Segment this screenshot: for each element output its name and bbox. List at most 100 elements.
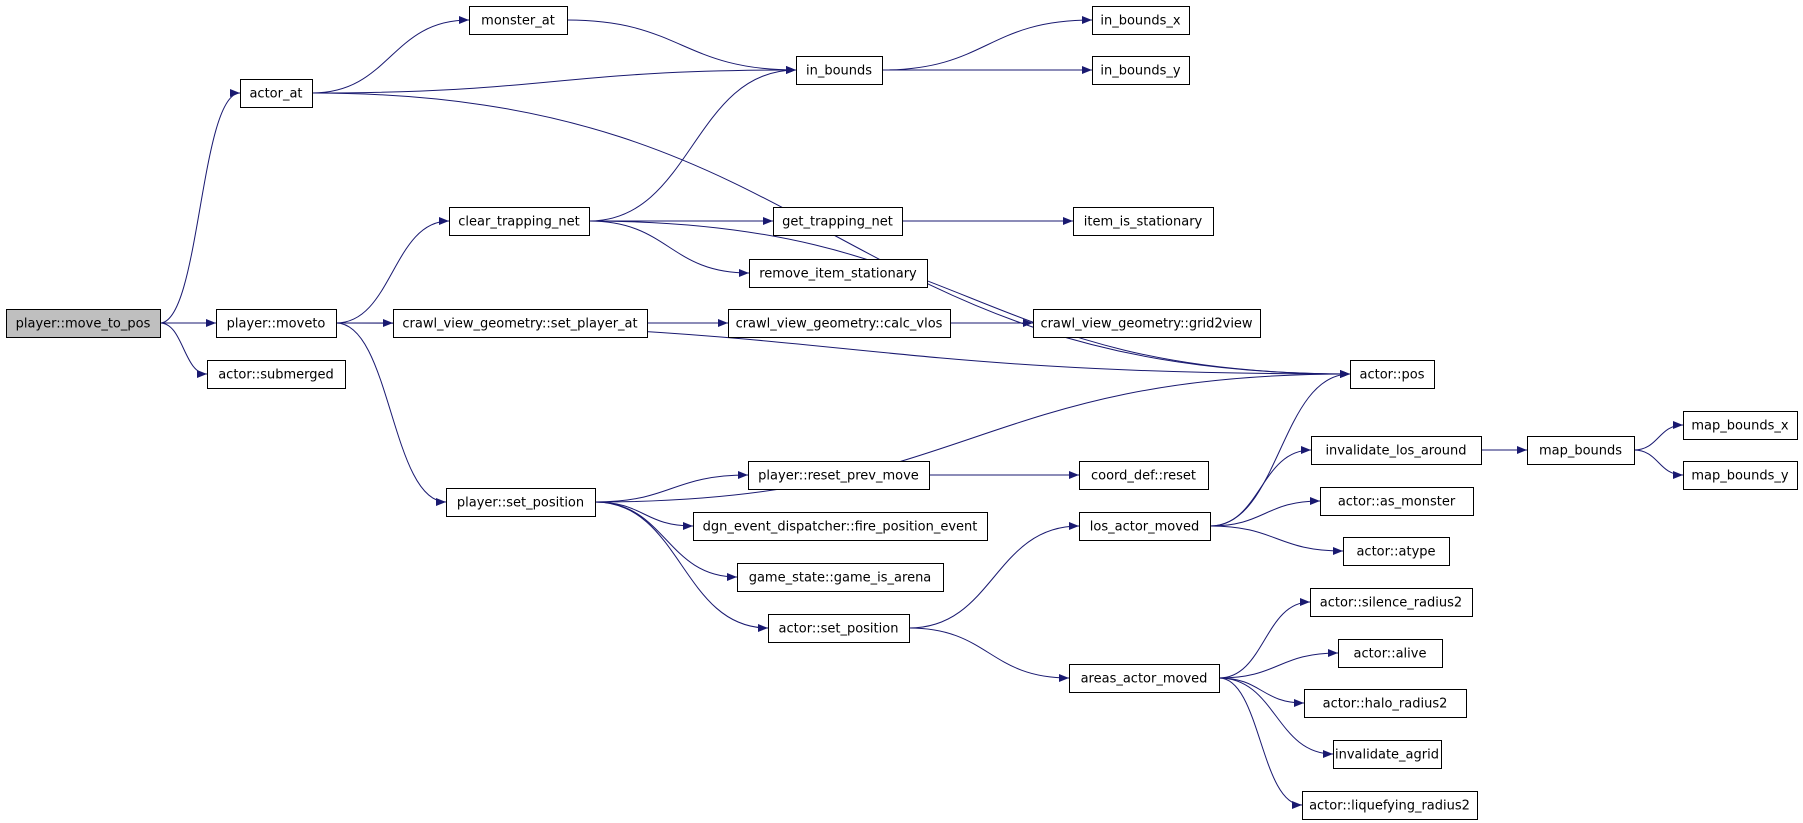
node-box[interactable] [1092, 6, 1190, 35]
graph-node[interactable]: crawl_view_geometry::grid2view [1033, 309, 1261, 338]
edge-n16-to-n8 [594, 370, 1351, 503]
node-box[interactable] [749, 259, 928, 288]
node-label: actor::set_position [779, 622, 899, 637]
graph-node[interactable]: actor::liquefying_radius2 [1302, 791, 1478, 820]
graph-node[interactable]: get_trapping_net [773, 207, 903, 236]
graph-node[interactable]: crawl_view_geometry::set_player_at [393, 309, 648, 338]
edge-n16-to-n17 [594, 471, 749, 503]
node-box[interactable] [1320, 487, 1474, 516]
node-box[interactable] [1311, 436, 1482, 465]
graph-node[interactable]: actor::silence_radius2 [1310, 588, 1473, 617]
node-box[interactable] [1333, 740, 1442, 769]
graph-node[interactable]: map_bounds_y [1683, 461, 1798, 490]
node-label: crawl_view_geometry::grid2view [1040, 317, 1252, 332]
node-label: actor::halo_radius2 [1323, 697, 1448, 712]
node-box[interactable] [216, 309, 337, 338]
node-box[interactable] [449, 207, 590, 236]
graph-node[interactable]: actor::as_monster [1320, 487, 1474, 516]
node-box[interactable] [1033, 309, 1261, 338]
node-label: areas_actor_moved [1081, 672, 1208, 687]
graph-node[interactable]: player::move_to_pos [6, 309, 161, 338]
graph-node[interactable]: invalidate_agrid [1333, 740, 1442, 769]
node-box[interactable] [1350, 360, 1435, 389]
node-box[interactable] [737, 563, 944, 592]
node-label: in_bounds_y [1100, 64, 1181, 79]
graph-node[interactable]: player::moveto [216, 309, 337, 338]
graph-node[interactable]: player::reset_prev_move [748, 461, 930, 490]
node-label: actor::liquefying_radius2 [1309, 799, 1470, 814]
edge-n24-to-n25 [1633, 421, 1684, 451]
node-box[interactable] [1302, 791, 1478, 820]
node-box[interactable] [1343, 537, 1450, 566]
edge-n9-to-n8 [588, 220, 1351, 378]
node-box[interactable] [1304, 689, 1467, 718]
node-box[interactable] [446, 488, 596, 517]
node-box[interactable] [1073, 207, 1214, 236]
graph-node[interactable]: remove_item_stationary [749, 259, 928, 288]
node-label: actor::pos [1359, 368, 1424, 383]
node-label: dgn_event_dispatcher::fire_position_even… [703, 520, 978, 535]
graph-node[interactable]: actor::pos [1350, 360, 1435, 389]
node-label: crawl_view_geometry::calc_vlos [736, 317, 943, 332]
node-box[interactable] [693, 512, 988, 541]
edge-n9-to-n12 [588, 220, 750, 277]
graph-node[interactable]: coord_def::reset [1079, 461, 1209, 490]
node-box[interactable] [1683, 461, 1798, 490]
node-box[interactable] [393, 309, 648, 338]
graph-node[interactable]: actor::halo_radius2 [1304, 689, 1467, 718]
node-box[interactable] [773, 207, 903, 236]
edge-n0-to-n1 [159, 89, 241, 324]
node-label: actor::submerged [218, 368, 334, 383]
edge-n1-to-n4 [311, 16, 470, 94]
graph-node[interactable]: actor::set_position [768, 614, 910, 643]
node-box[interactable] [207, 360, 346, 389]
graph-node[interactable]: map_bounds [1527, 436, 1635, 465]
node-box[interactable] [796, 56, 883, 85]
graph-node[interactable]: map_bounds_x [1683, 411, 1798, 440]
node-label: get_trapping_net [782, 215, 893, 230]
graph-node[interactable]: actor::alive [1338, 639, 1443, 668]
node-box[interactable] [1079, 461, 1209, 490]
node-box[interactable] [469, 6, 568, 35]
node-box[interactable] [1310, 588, 1473, 617]
node-label: actor::silence_radius2 [1320, 596, 1462, 611]
graph-node[interactable]: in_bounds_x [1092, 6, 1190, 35]
node-box[interactable] [1338, 639, 1443, 668]
node-box[interactable] [1527, 436, 1635, 465]
node-label: in_bounds_x [1100, 14, 1181, 29]
graph-node[interactable]: actor::atype [1343, 537, 1450, 566]
node-box[interactable] [768, 614, 910, 643]
graph-node[interactable]: actor::submerged [207, 360, 346, 389]
node-box[interactable] [1069, 664, 1220, 693]
graph-node[interactable]: actor_at [240, 79, 313, 108]
graph-node[interactable]: game_state::game_is_arena [737, 563, 944, 592]
root-node-box[interactable] [6, 309, 161, 338]
edge-n29-to-n32 [1218, 677, 1305, 707]
node-box[interactable] [1092, 56, 1190, 85]
graph-node[interactable]: item_is_stationary [1073, 207, 1214, 236]
edge-n29-to-n30 [1218, 598, 1311, 679]
graph-node[interactable]: los_actor_moved [1079, 512, 1211, 541]
graph-node[interactable]: clear_trapping_net [449, 207, 590, 236]
node-box[interactable] [240, 79, 313, 108]
node-label: map_bounds_y [1691, 469, 1789, 484]
node-label: actor::alive [1354, 647, 1427, 662]
node-box[interactable] [748, 461, 930, 490]
graph-node[interactable]: areas_actor_moved [1069, 664, 1220, 693]
graph-node[interactable]: dgn_event_dispatcher::fire_position_even… [693, 512, 988, 541]
node-label: in_bounds [806, 64, 872, 79]
edge-n2-to-n16 [335, 322, 447, 506]
graph-node[interactable]: monster_at [469, 6, 568, 35]
graph-node[interactable]: player::set_position [446, 488, 596, 517]
node-label: map_bounds_x [1691, 419, 1789, 434]
node-box[interactable] [1079, 512, 1211, 541]
node-box[interactable] [1683, 411, 1798, 440]
graph-node[interactable]: crawl_view_geometry::calc_vlos [728, 309, 951, 338]
graph-node[interactable]: in_bounds_y [1092, 56, 1190, 85]
node-box[interactable] [728, 309, 951, 338]
graph-node[interactable]: in_bounds [796, 56, 883, 85]
node-label: invalidate_agrid [1335, 748, 1439, 763]
node-label: clear_trapping_net [458, 215, 579, 230]
graph-node[interactable]: invalidate_los_around [1311, 436, 1482, 465]
